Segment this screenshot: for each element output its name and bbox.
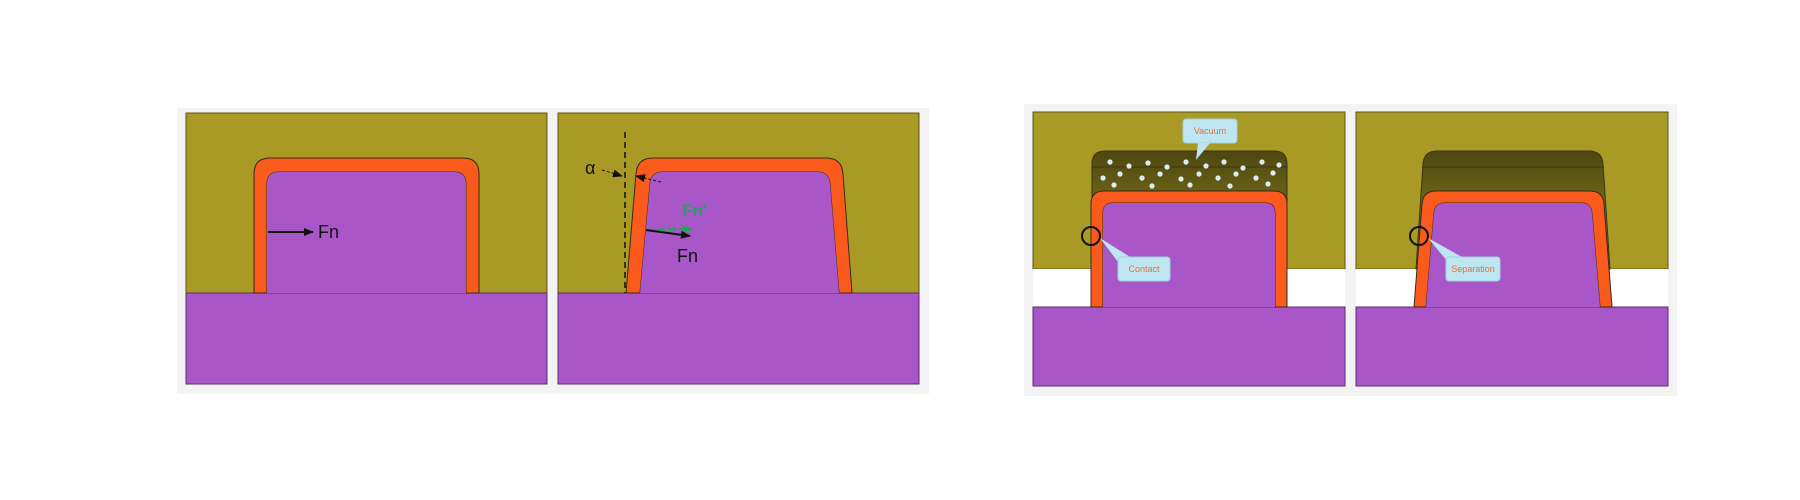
panel-c-vacuum-label: Vacuum [1194, 126, 1226, 136]
panel-b-angle-pointer-left [601, 169, 623, 178]
panel-a-part-protrusion [267, 172, 466, 293]
panel-b-angle-label: α [585, 158, 595, 178]
panel-c-contact-callout: Contact [1100, 238, 1171, 282]
panel-d-separation-callout-tail [1428, 238, 1462, 262]
panel-b: α Fn' Fn [557, 112, 920, 385]
panel-d-separation-callout-box [1445, 256, 1501, 282]
panel-d-separation-marker [1409, 226, 1429, 246]
panel-d-separation-callout: Separation [1428, 238, 1501, 282]
panel-c-contact-callout-tail [1100, 238, 1130, 262]
panel-b-part-protrusion [640, 172, 839, 293]
panel-b-angle-pointer-right [635, 174, 662, 183]
panel-c-vacuum-dots [1100, 159, 1282, 189]
panel-b-force-component-arrow [645, 225, 693, 234]
panel-b-force-arrow [645, 229, 691, 239]
panel-d-separation-label: Separation [1451, 264, 1495, 274]
panel-b-force-component-label: Fn' [682, 201, 707, 220]
panel-c-base [1032, 306, 1346, 387]
panel-b-force-label: Fn [677, 246, 698, 266]
panel-d-base [1355, 306, 1669, 387]
panel-a: Fn [185, 112, 548, 385]
panel-c-contact-label: Contact [1128, 264, 1160, 274]
panel-c-contact-callout-box [1117, 256, 1171, 282]
panel-c: Vacuum Contact [1032, 111, 1346, 387]
panel-a-base [185, 292, 548, 385]
panel-b-base [557, 292, 920, 385]
panel-d: Separation [1355, 111, 1669, 387]
panel-c-part-protrusion [1103, 203, 1275, 307]
panel-c-contact-marker [1081, 226, 1101, 246]
panel-c-vacuum-callout-tail [1196, 143, 1210, 160]
panel-c-vacuum-callout: Vacuum [1182, 118, 1238, 160]
panel-a-force-label: Fn [318, 222, 339, 242]
